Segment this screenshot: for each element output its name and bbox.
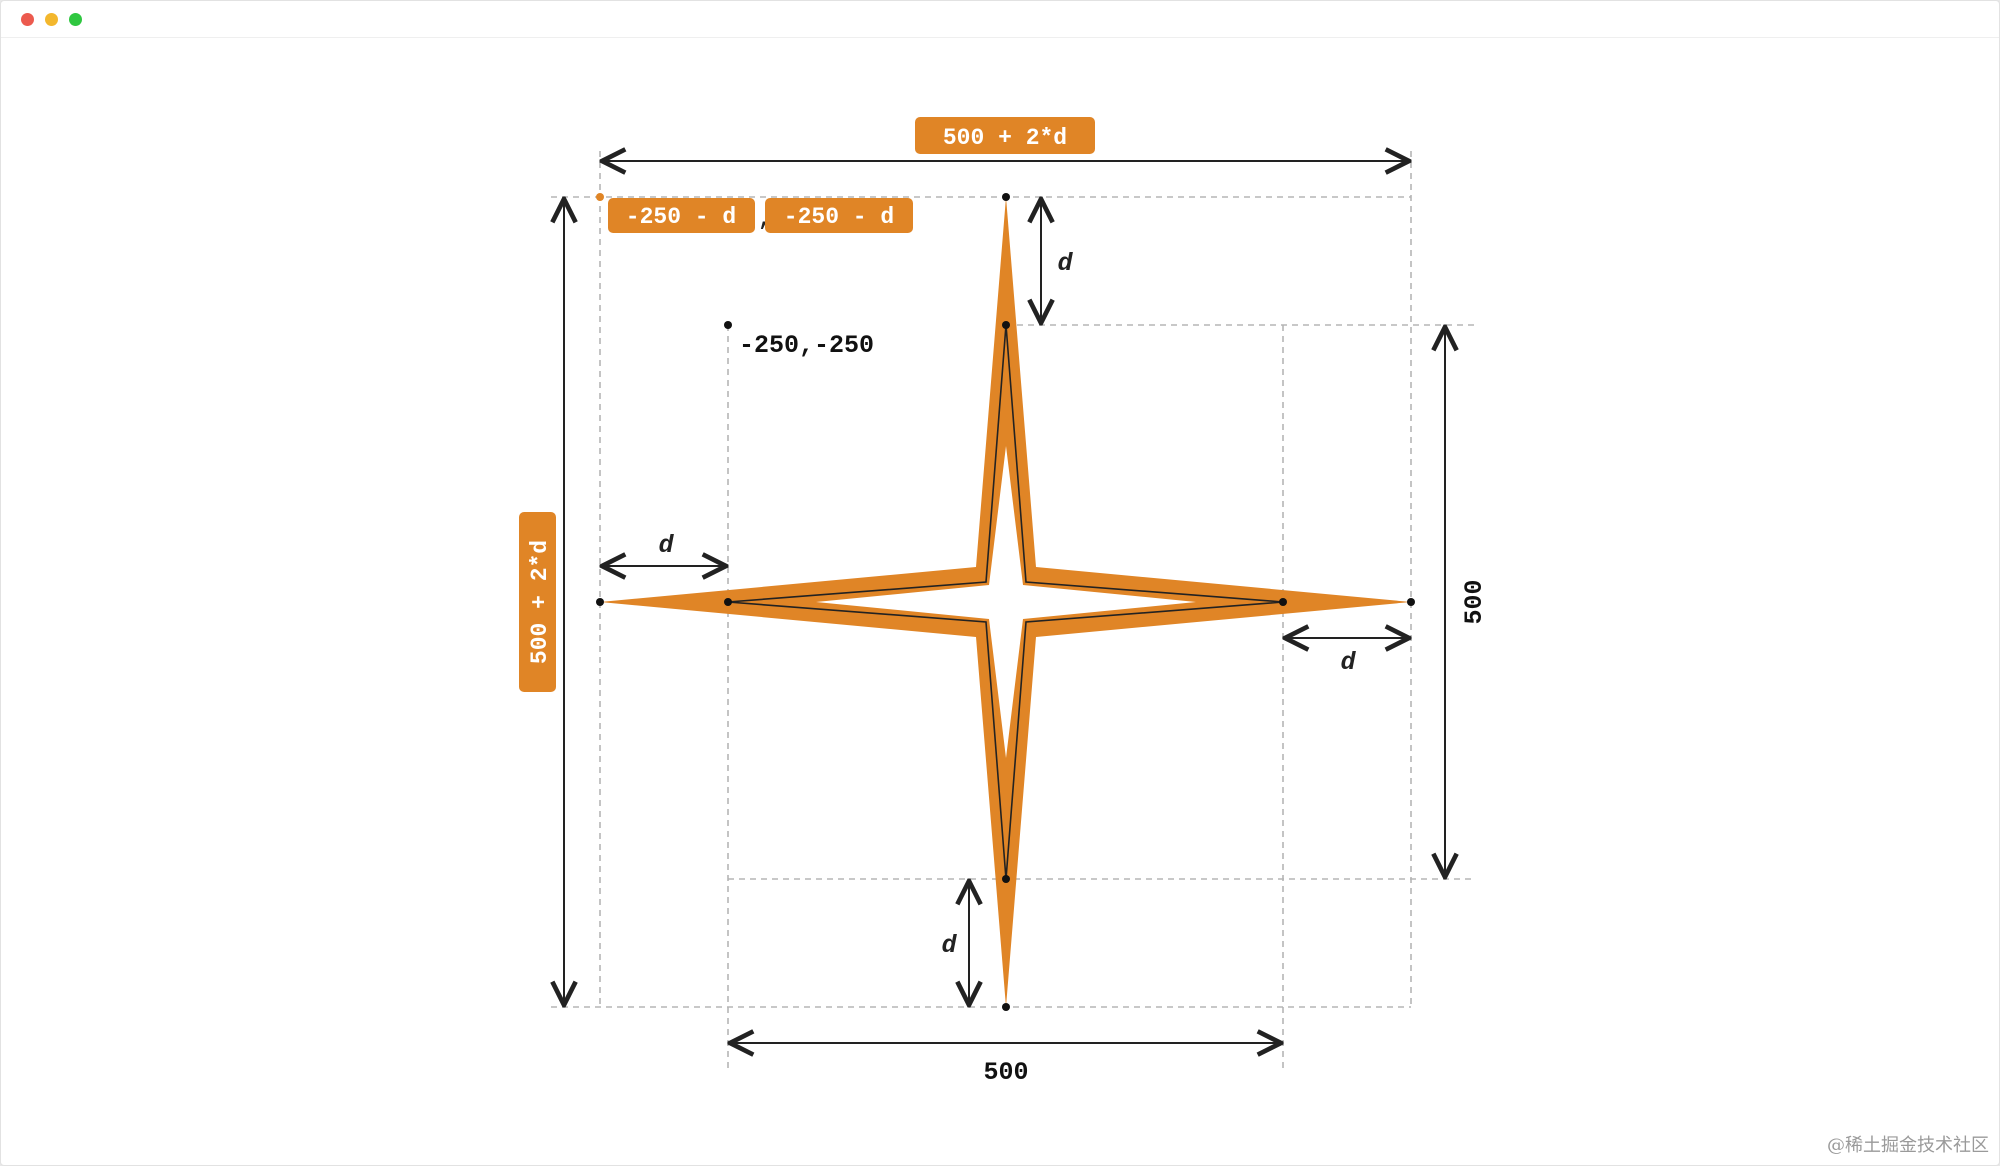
dimension-arrows <box>564 161 1445 1043</box>
right-height-label: 500 <box>1460 579 1489 624</box>
d-bottom-label: d <box>941 931 957 960</box>
star-outer-shape <box>600 197 1411 1007</box>
corner-y-label: -250 - d <box>784 204 894 230</box>
left-height-badge <box>519 512 556 692</box>
title-bar <box>1 1 1999 38</box>
zoom-button[interactable] <box>69 13 82 26</box>
corner-x-badge <box>608 198 755 233</box>
d-top-label: d <box>1057 249 1073 278</box>
top-width-label: 500 + 2*d <box>943 125 1067 151</box>
left-height-label: 500 + 2*d <box>527 540 553 664</box>
bottom-width-label: 500 <box>983 1058 1028 1087</box>
corner-x-label: -250 - d <box>626 204 736 230</box>
close-button[interactable] <box>21 13 34 26</box>
corner-y-badge <box>765 198 913 233</box>
top-width-badge <box>915 117 1095 154</box>
minimize-button[interactable] <box>45 13 58 26</box>
outer-corner-dot <box>596 193 604 201</box>
vertex-dots <box>596 193 1415 1011</box>
d-right-label: d <box>1340 648 1356 677</box>
guide-lines <box>551 151 1476 1071</box>
inner-corner-label: -250,-250 <box>739 331 874 360</box>
d-left-label: d <box>658 531 674 560</box>
watermark: @稀土掘金技术社区 <box>1827 1135 1989 1156</box>
